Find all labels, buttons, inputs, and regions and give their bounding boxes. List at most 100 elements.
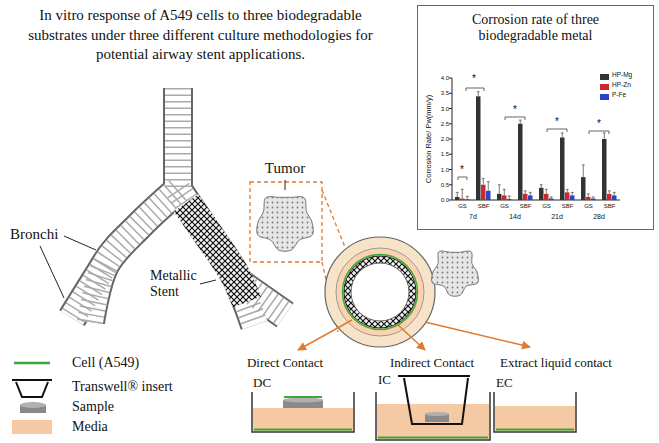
bronchus-lumen: [165, 88, 191, 190]
bar: [523, 194, 528, 200]
bronchus-lumen: [90, 190, 178, 322]
pointer-arrow: [398, 325, 425, 350]
metallic-stent: [186, 203, 247, 302]
bronchus-lumen: [178, 190, 255, 325]
tick: [449, 154, 452, 155]
well-outline: [376, 392, 490, 440]
cartilage-rings: [90, 190, 178, 322]
tick-label: 2.0: [441, 136, 449, 142]
error-bar: [477, 92, 480, 97]
cell-layer: [254, 397, 352, 430]
error-bar: [550, 197, 553, 199]
bar: [528, 195, 533, 200]
cell-sample: [14, 362, 50, 365]
legend-text: Media: [72, 419, 108, 435]
bronchus-wall: [90, 190, 178, 322]
cartilage-rings: [178, 190, 255, 325]
pointer-arrow: [425, 322, 530, 347]
bronchus-wall: [178, 190, 255, 325]
bar: [497, 194, 502, 200]
tick-label: 1.0: [441, 167, 449, 173]
significance-bracket: [466, 88, 484, 91]
error-bar: [571, 192, 574, 195]
cell-layer: [378, 437, 488, 439]
tick: [449, 78, 452, 79]
category-label: SBF: [478, 203, 490, 209]
media: [377, 404, 489, 439]
error-bar: [566, 189, 569, 192]
part-label: Tumor: [265, 160, 305, 177]
transwell-insert: [398, 376, 470, 424]
sample-top: [283, 398, 323, 403]
bar: [539, 188, 544, 200]
well-outline: [252, 392, 354, 432]
error-bar: [456, 192, 459, 197]
bar: [570, 195, 575, 200]
leader-line: [200, 280, 216, 284]
error-bar: [587, 194, 590, 197]
well-outline: [494, 392, 576, 432]
culture-well: DC: [250, 375, 356, 435]
error-bar: [524, 191, 527, 194]
method-label: IC: [378, 372, 391, 388]
legend-samples: [12, 363, 52, 413]
bar: [518, 124, 523, 200]
bar: [486, 191, 491, 200]
sample-top: [425, 412, 449, 416]
day-label: 7d: [469, 213, 477, 220]
bar: [481, 185, 486, 200]
part-label: Metallic Stent: [150, 268, 210, 300]
tick: [449, 184, 452, 185]
bar: [581, 177, 586, 200]
day-label: 28d: [593, 213, 605, 220]
legend-swatch: [600, 94, 609, 100]
error-bar: [613, 192, 616, 195]
bar: [612, 195, 617, 200]
tick: [449, 93, 452, 94]
method-name: Direct Contact: [247, 355, 323, 371]
tick: [449, 169, 452, 170]
category-label: GS: [584, 203, 593, 209]
culture-well: EC: [492, 375, 578, 435]
error-bar: [519, 120, 522, 124]
tick: [449, 139, 452, 140]
tick-label: 3.5: [441, 90, 449, 96]
category-label: GS: [542, 203, 551, 209]
leader-line: [40, 246, 64, 298]
chart-title: Corrosion rate of three biodegradable me…: [418, 12, 653, 44]
legend-text: HP-Mg: [612, 71, 632, 78]
day-label: 14d: [509, 213, 521, 220]
error-bar: [508, 196, 511, 199]
culture-well: IC: [374, 371, 492, 442]
error-bar: [461, 189, 464, 198]
tick: [449, 108, 452, 109]
cell-ring: [343, 255, 418, 330]
method-name: Indirect Contact: [390, 355, 474, 371]
axis: [452, 78, 620, 200]
pointer-arrow: [298, 320, 352, 350]
part-label: Bronchi: [10, 226, 58, 243]
bar-chart: [449, 78, 620, 200]
tumor: [257, 197, 314, 252]
error-bar: [487, 182, 490, 191]
error-bar: [608, 191, 611, 194]
significance-bracket: [589, 131, 609, 134]
legend-text: P-Fe: [612, 91, 626, 98]
error-bar: [540, 185, 543, 188]
legend-swatch: [12, 420, 52, 434]
stent-ring: [344, 256, 416, 328]
legend-swatch: [600, 84, 609, 90]
category-label: GS: [458, 203, 467, 209]
significance-bracket: [547, 129, 567, 132]
tick-label: 4.0: [441, 75, 449, 81]
mucosa-ring: [336, 248, 424, 336]
legend-text: Transwell® insert: [72, 379, 173, 395]
error-bar: [582, 165, 585, 177]
significance-bracket: [458, 177, 467, 180]
tick-label: 1.5: [441, 151, 449, 157]
leader-line: [64, 236, 96, 250]
significance-mark: *: [513, 104, 517, 115]
tick-label: 3.0: [441, 106, 449, 112]
bar: [591, 198, 596, 200]
